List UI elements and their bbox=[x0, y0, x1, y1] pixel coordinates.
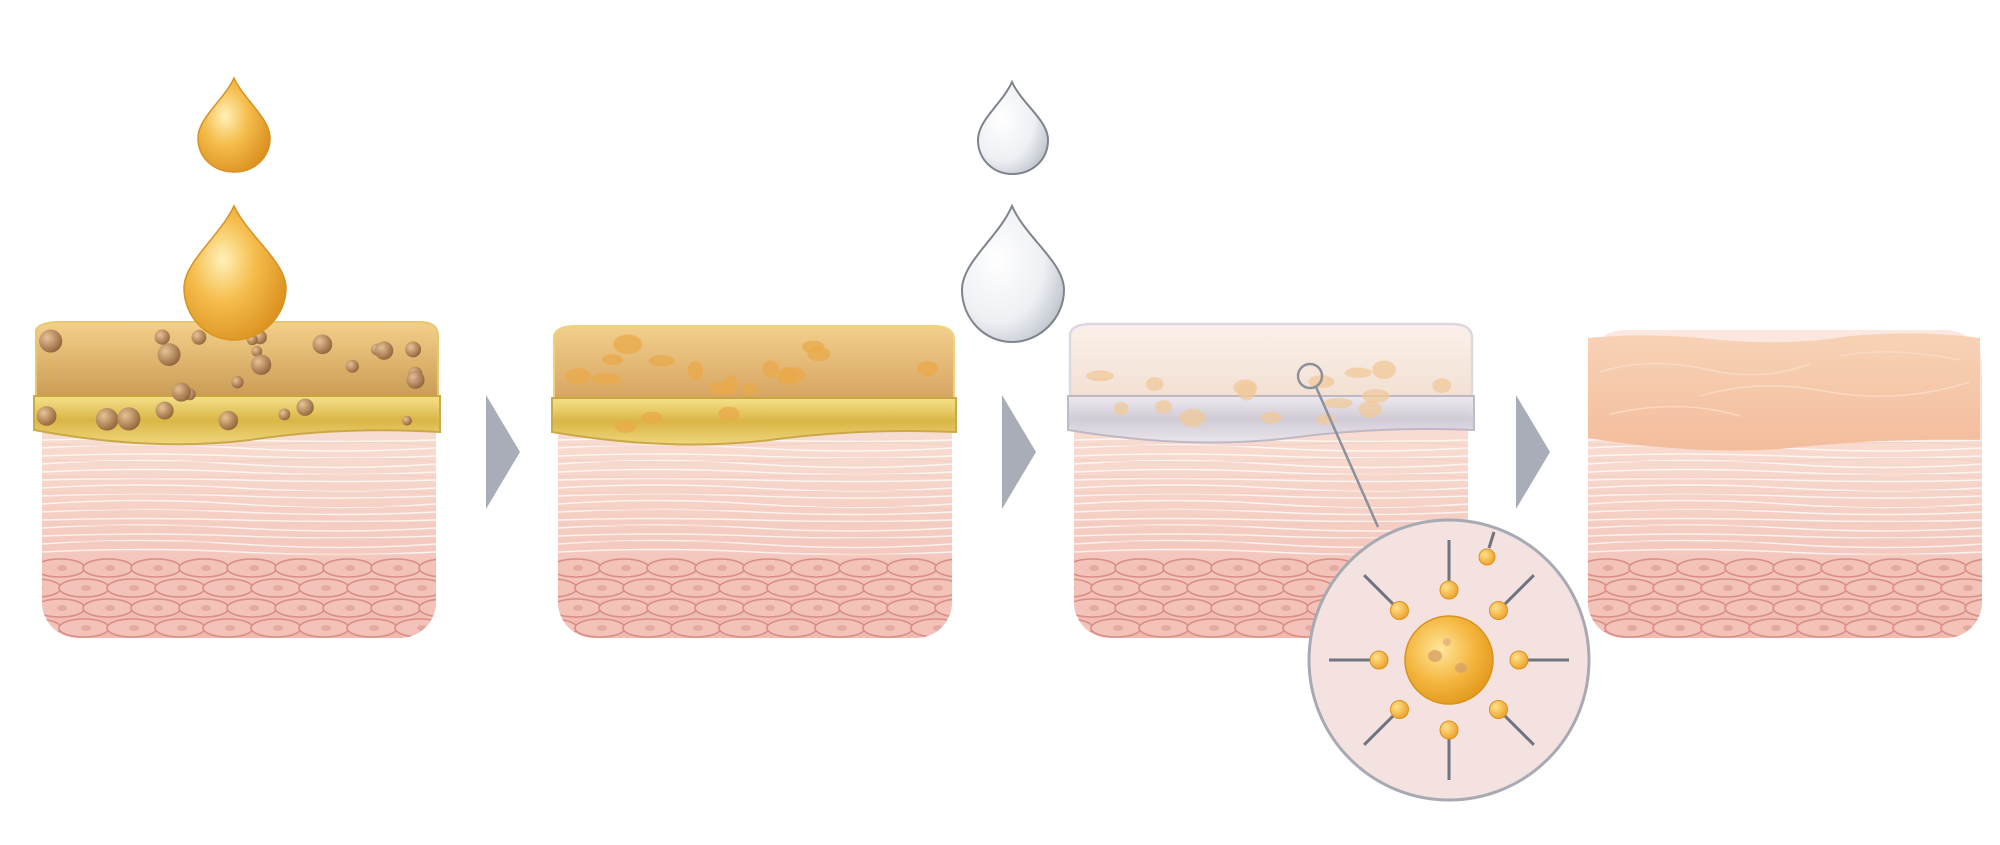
oil-impurity-layer bbox=[35, 321, 439, 401]
dermis-fibers bbox=[1588, 437, 1982, 559]
stage-1 bbox=[33, 76, 441, 638]
stage-3 bbox=[960, 79, 1591, 802]
dermis-fibers bbox=[558, 437, 952, 559]
micelle-zoom-callout bbox=[1296, 362, 1591, 802]
oil-drop-large bbox=[183, 204, 287, 341]
water-drop-small bbox=[976, 79, 1050, 176]
stage-arrow-1 bbox=[486, 395, 520, 509]
impurity-particles bbox=[36, 329, 425, 431]
stage-2 bbox=[551, 325, 957, 638]
surface-texture bbox=[1599, 351, 1971, 417]
zoom-target-ring bbox=[1296, 362, 1324, 390]
sebum-band bbox=[551, 397, 957, 446]
skin-cells bbox=[42, 558, 436, 638]
dissolved-impurities bbox=[565, 334, 939, 433]
emulsified-impurities bbox=[1086, 360, 1452, 428]
oil-drop-small bbox=[197, 76, 271, 173]
skin-cells bbox=[558, 558, 952, 638]
stage-arrow-2 bbox=[1002, 395, 1036, 509]
micelle bbox=[1329, 531, 1569, 780]
water-drop-large bbox=[960, 203, 1066, 344]
skin-cells bbox=[1588, 558, 1982, 638]
zoom-leader-line bbox=[1314, 386, 1380, 528]
clean-skin-surface bbox=[1588, 333, 1980, 451]
stage-4 bbox=[1588, 330, 1982, 638]
dermis-fibers bbox=[42, 437, 436, 559]
emulsified-layer bbox=[1068, 322, 1474, 402]
stage-arrow-3 bbox=[1516, 395, 1550, 509]
oil-dissolved-layer bbox=[553, 325, 955, 403]
